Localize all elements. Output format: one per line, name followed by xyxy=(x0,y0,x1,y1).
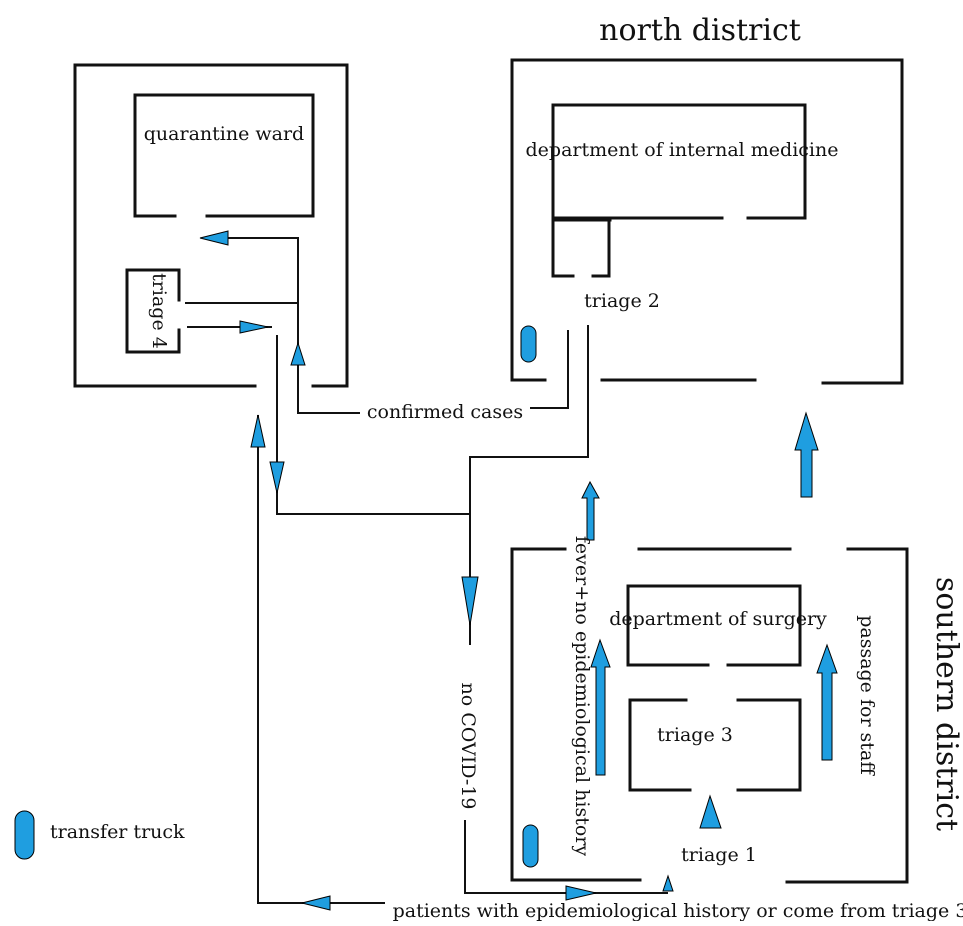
arrow-left-bottom xyxy=(301,895,331,911)
internal-medicine-label: department of internal medicine xyxy=(526,139,839,161)
route-arrows xyxy=(199,230,838,911)
transfer-truck-icon xyxy=(522,824,539,868)
north-building xyxy=(510,58,904,385)
surgery-label: department of surgery xyxy=(609,608,827,630)
arrow-up-fever-route xyxy=(581,480,600,541)
arrow-to-triage-4-exit xyxy=(239,320,269,334)
fever-no-history-label: fever+no epidemiological history xyxy=(571,536,593,856)
no-covid-label: no COVID-19 xyxy=(457,683,479,810)
quarantine-building xyxy=(73,63,349,388)
arrow-tiny-triage-1 xyxy=(662,874,674,892)
triage-4-room xyxy=(125,268,181,354)
arrow-to-triage-3 xyxy=(699,794,722,829)
legend-transfer-truck-icon xyxy=(14,810,35,860)
confirmed-cases-label: confirmed cases xyxy=(367,401,523,423)
arrow-up-north-entrance xyxy=(794,411,819,498)
passage-for-staff-label: passage for staff xyxy=(856,615,878,776)
arrow-down-no-covid xyxy=(461,576,479,626)
arrow-down-to-no-covid xyxy=(269,461,285,494)
arrow-up-confirmed xyxy=(290,341,306,366)
arrow-to-quarantine-ward xyxy=(199,230,229,246)
internal-medicine-room xyxy=(551,103,807,222)
triage-2-room xyxy=(551,218,611,278)
triage-2-label: triage 2 xyxy=(584,290,660,312)
transfer-truck-icon xyxy=(520,325,537,363)
arrow-up-fever-column xyxy=(590,638,611,776)
patient-routes xyxy=(185,237,668,904)
southern-district-title: southern district xyxy=(929,577,963,831)
triage-1-label: triage 1 xyxy=(681,844,757,866)
quarantine-ward-label: quarantine ward xyxy=(144,123,304,145)
arrow-up-staff-passage xyxy=(816,643,838,761)
arrow-right-bottom xyxy=(565,885,597,901)
triage-3-label: triage 3 xyxy=(657,724,733,746)
southern-building xyxy=(510,547,909,884)
legend-transfer-truck-label: transfer truck xyxy=(50,821,185,843)
epidemiological-history-label: patients with epidemiological history or… xyxy=(393,900,963,921)
north-district-title: north district xyxy=(599,13,801,48)
triage-4-label: triage 4 xyxy=(148,273,170,349)
surgery-room xyxy=(626,584,802,667)
arrow-up-left-column xyxy=(250,414,266,448)
triage-3-room xyxy=(628,698,802,792)
quarantine-ward-room xyxy=(133,93,315,218)
